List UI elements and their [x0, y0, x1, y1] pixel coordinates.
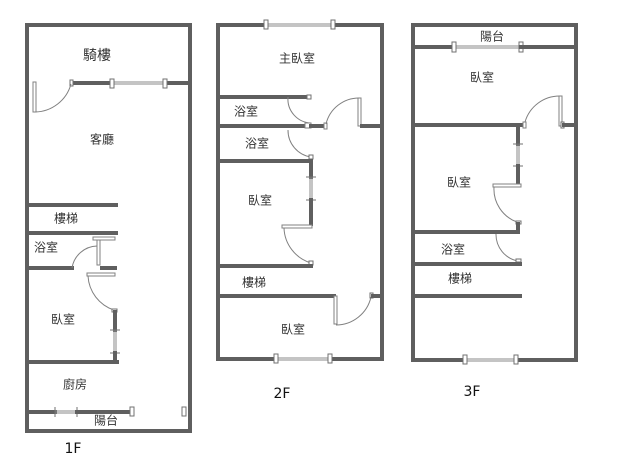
door-jamb [522, 121, 527, 129]
room-label-living-room: 客廳 [90, 132, 114, 147]
room-label-kitchen: 廚房 [63, 377, 87, 392]
floor-3f: 陽台 臥室 臥室 浴室 樓梯 3F [411, 23, 578, 400]
floor-2f: 主臥室 浴室 浴室 臥室 樓梯 臥室 2F [216, 19, 384, 402]
floor-label-3f: 3F [464, 384, 481, 400]
door-leaf [92, 236, 116, 241]
room-label-bedroom: 臥室 [51, 312, 75, 327]
window-frame [513, 354, 519, 365]
door-jamb [129, 406, 135, 417]
door-jamb [323, 122, 328, 130]
room-label-balcony: 陽台 [94, 413, 118, 428]
room-label-bathroom: 浴室 [34, 240, 58, 255]
door-swing [71, 245, 98, 269]
door-leaf [281, 224, 313, 229]
window-frame [162, 78, 168, 89]
room-label-bedroom-2: 臥室 [281, 322, 305, 337]
door-swing [283, 227, 312, 264]
window-frame [109, 78, 115, 89]
door-swing [34, 83, 72, 113]
room-label-stairs: 樓梯 [242, 275, 266, 290]
door-leaf [333, 295, 338, 325]
room-label-arcade: 騎樓 [83, 48, 111, 64]
room-label-stairs: 樓梯 [54, 211, 78, 226]
room-label-bathroom-1: 浴室 [234, 104, 258, 119]
door-jamb [181, 406, 187, 417]
outer-wall [216, 23, 384, 361]
door-jamb [515, 258, 522, 263]
floor-1f: 騎樓 客廳 樓梯 浴室 臥室 廚房 陽台 1F [25, 23, 192, 457]
room-label-bathroom: 浴室 [441, 242, 465, 257]
door-jamb [69, 79, 74, 87]
window-frame [462, 354, 468, 365]
room-label-bedroom-2: 臥室 [447, 175, 471, 190]
door-jamb [308, 154, 314, 160]
door-swing [335, 296, 372, 326]
room-label-master-bedroom: 主臥室 [279, 51, 315, 66]
window-frame [263, 19, 269, 30]
door-leaf [492, 183, 522, 188]
outer-wall [25, 23, 192, 433]
room-label-bathroom-2: 浴室 [245, 136, 269, 151]
room-label-stairs: 樓梯 [448, 271, 472, 286]
room-label-bedroom-1: 臥室 [470, 70, 494, 85]
floor-label-1f: 1F [65, 441, 82, 457]
floor-label-2f: 2F [274, 386, 291, 402]
door-swing [287, 96, 312, 124]
room-label-balcony: 陽台 [480, 29, 504, 44]
door-swing [493, 186, 518, 223]
door-leaf [357, 97, 362, 127]
door-swing [87, 275, 115, 311]
door-swing [325, 97, 360, 125]
door-swing [287, 129, 312, 158]
door-swing [495, 233, 519, 262]
window-frame [327, 353, 333, 364]
window-frame [330, 19, 336, 30]
window-frame [451, 41, 457, 53]
outer-wall [411, 23, 578, 362]
door-leaf [32, 81, 37, 113]
door-swing [524, 95, 561, 123]
door-leaf [86, 272, 116, 277]
door-jamb [306, 94, 312, 100]
door-leaf [96, 239, 101, 266]
room-label-bedroom-1: 臥室 [248, 193, 272, 208]
window-frame [273, 353, 279, 364]
